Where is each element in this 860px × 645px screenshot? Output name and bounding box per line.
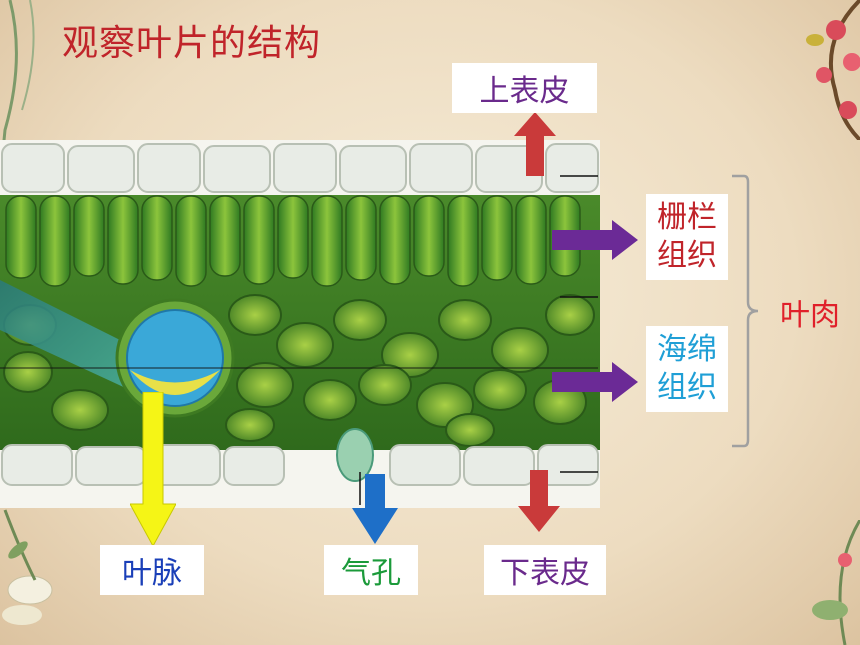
label-stoma-text: 气孔: [341, 556, 401, 591]
label-upper-epidermis: 上表皮: [452, 63, 597, 113]
label-vein-text: 叶脉: [122, 556, 182, 591]
vein-arrow: [130, 392, 176, 546]
label-upper-epidermis-text: 上表皮: [479, 74, 570, 109]
label-palisade-line-1: 栅栏: [657, 200, 717, 235]
corner-decoration-bottom-right: [812, 520, 860, 645]
page-title: 观察叶片的结构: [62, 23, 322, 64]
corner-decoration-bottom-left: [2, 509, 53, 625]
lower-epidermis-arrow: [518, 470, 560, 532]
label-lower-epidermis: 下表皮: [484, 545, 606, 595]
label-spongy-tissue: 海绵 组织: [646, 326, 728, 412]
label-lower-epidermis-text: 下表皮: [500, 556, 590, 591]
stoma-arrow: [352, 474, 398, 544]
label-mesophyll: 叶肉: [780, 298, 840, 333]
label-stoma: 气孔: [324, 545, 418, 595]
palisade-arrow: [552, 220, 638, 260]
label-spongy-line-2: 组织: [657, 370, 717, 405]
label-palisade-tissue: 栅栏 组织: [646, 194, 728, 280]
spongy-arrow: [552, 362, 638, 402]
label-vein: 叶脉: [100, 545, 204, 595]
label-palisade-line-2: 组织: [657, 238, 717, 273]
leaf-cross-section-illustration: [0, 140, 600, 508]
upper-epidermis-arrow: [514, 112, 556, 176]
corner-decoration-top-right: [806, 0, 860, 140]
mesophyll-bracket: [732, 174, 759, 448]
label-spongy-line-1: 海绵: [657, 332, 717, 367]
